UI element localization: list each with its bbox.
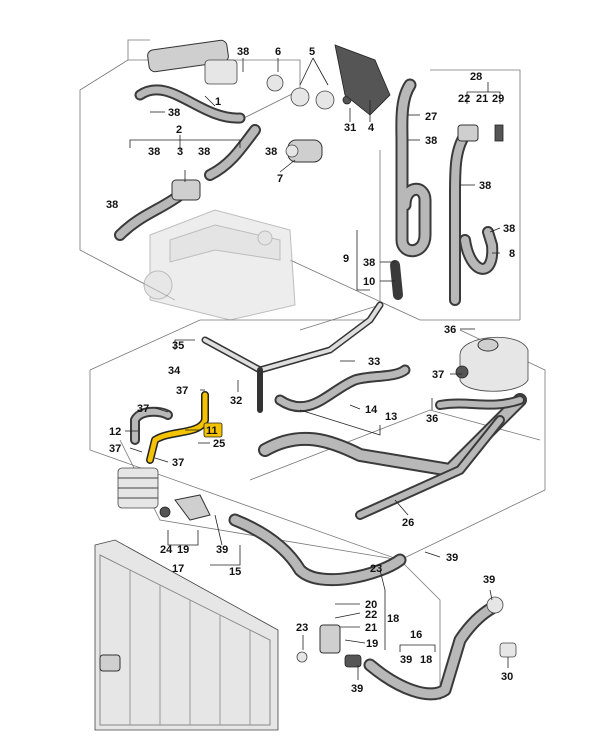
callout-38: 38 xyxy=(198,146,210,158)
callout-16: 16 xyxy=(410,629,422,641)
callout-18: 18 xyxy=(387,613,399,625)
callout-5: 5 xyxy=(309,46,315,58)
callout-22: 22 xyxy=(458,93,470,105)
part-15-hose xyxy=(228,513,407,587)
highlight-badge-11 xyxy=(203,422,223,438)
callout-17: 17 xyxy=(172,563,184,575)
leader-lines xyxy=(125,57,509,680)
callout-37: 37 xyxy=(109,443,121,455)
callout-37: 37 xyxy=(137,403,149,415)
callout-8: 8 xyxy=(509,248,515,260)
callout-36: 36 xyxy=(426,413,438,425)
callout-31: 31 xyxy=(344,122,356,134)
callout-34: 34 xyxy=(168,365,181,377)
callout-32: 32 xyxy=(230,395,242,407)
part-34-pipe xyxy=(201,301,384,413)
callout-39: 39 xyxy=(216,544,228,556)
callout-38: 38 xyxy=(503,223,515,235)
callout-38: 38 xyxy=(168,107,180,119)
callout-9: 9 xyxy=(343,253,349,265)
callout-15: 15 xyxy=(229,566,241,578)
callout-35: 35 xyxy=(172,340,184,352)
callout-26: 26 xyxy=(402,517,414,529)
callout-38: 38 xyxy=(363,257,375,269)
callout-23: 23 xyxy=(370,563,382,575)
callout-22: 22 xyxy=(365,609,377,621)
callout-38: 38 xyxy=(237,46,249,58)
callout-24: 24 xyxy=(160,544,173,556)
callout-38: 38 xyxy=(106,199,118,211)
callout-33: 33 xyxy=(368,356,380,368)
part-16-lower-hose xyxy=(363,596,517,701)
callout-38: 38 xyxy=(479,180,491,192)
part-26-hose-assembly xyxy=(258,393,527,520)
callout-39: 39 xyxy=(400,654,412,666)
callout-7: 7 xyxy=(277,173,283,185)
callout-20: 20 xyxy=(365,599,377,611)
engine-block xyxy=(143,209,296,321)
callout-25: 25 xyxy=(213,438,225,450)
callout-39: 39 xyxy=(483,574,495,586)
callout-19: 19 xyxy=(366,638,378,650)
callout-13: 13 xyxy=(385,411,397,423)
callout-11-highlighted: 11 xyxy=(206,425,218,437)
callout-12: 12 xyxy=(109,426,121,438)
part-11-highlighted-hose xyxy=(130,391,209,464)
callout-38: 38 xyxy=(148,146,160,158)
part-28-8 xyxy=(449,124,504,306)
callout-21: 21 xyxy=(476,93,488,105)
callout-labels: 38 6 5 1 38 31 4 27 28 22 21 29 38 2 38 … xyxy=(106,46,515,695)
oil-cooler xyxy=(117,467,159,509)
callout-14: 14 xyxy=(365,404,378,416)
callout-37: 37 xyxy=(432,369,444,381)
callout-39: 39 xyxy=(446,552,458,564)
callout-4: 4 xyxy=(368,122,375,134)
part-17-connector xyxy=(159,494,211,521)
callout-28: 28 xyxy=(470,71,482,83)
callout-3: 3 xyxy=(177,146,183,158)
callout-38: 38 xyxy=(265,146,277,158)
part-18-fitting xyxy=(296,624,362,668)
radiator xyxy=(94,539,279,731)
part-13-hose xyxy=(274,364,411,413)
callout-39: 39 xyxy=(351,683,363,695)
callout-1: 1 xyxy=(215,96,221,108)
callout-21: 21 xyxy=(365,622,377,634)
part-9-27-hose xyxy=(390,78,432,300)
callout-29: 29 xyxy=(492,93,504,105)
callout-6: 6 xyxy=(275,46,281,58)
callout-23: 23 xyxy=(296,622,308,634)
callout-36: 36 xyxy=(444,324,456,336)
callout-30: 30 xyxy=(501,671,513,683)
part-36-expansion-tank xyxy=(455,336,529,392)
part-2-hose xyxy=(114,124,261,241)
callout-37: 37 xyxy=(176,385,188,397)
callout-2: 2 xyxy=(176,124,182,136)
callout-18: 18 xyxy=(420,654,432,666)
callout-37: 37 xyxy=(172,457,184,469)
part-1-egr-cooler xyxy=(134,39,246,124)
callout-10: 10 xyxy=(363,276,375,288)
callout-19: 19 xyxy=(177,544,189,556)
callout-27: 27 xyxy=(425,111,437,123)
callout-38: 38 xyxy=(425,135,437,147)
parts-4-5-6-7 xyxy=(266,44,391,163)
